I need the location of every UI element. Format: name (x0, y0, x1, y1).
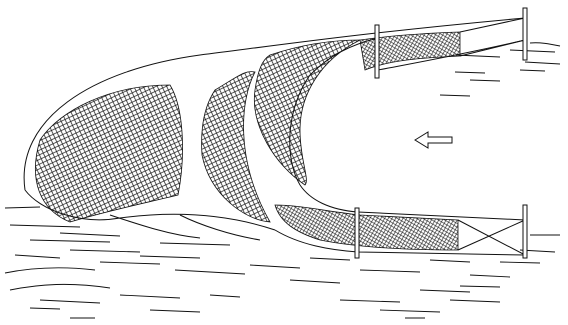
net-inner-mesh (254, 40, 360, 185)
net-bag-mesh (35, 85, 182, 222)
net-bottom-leader-mesh (275, 205, 458, 250)
flow-direction-arrow-icon (415, 132, 452, 148)
